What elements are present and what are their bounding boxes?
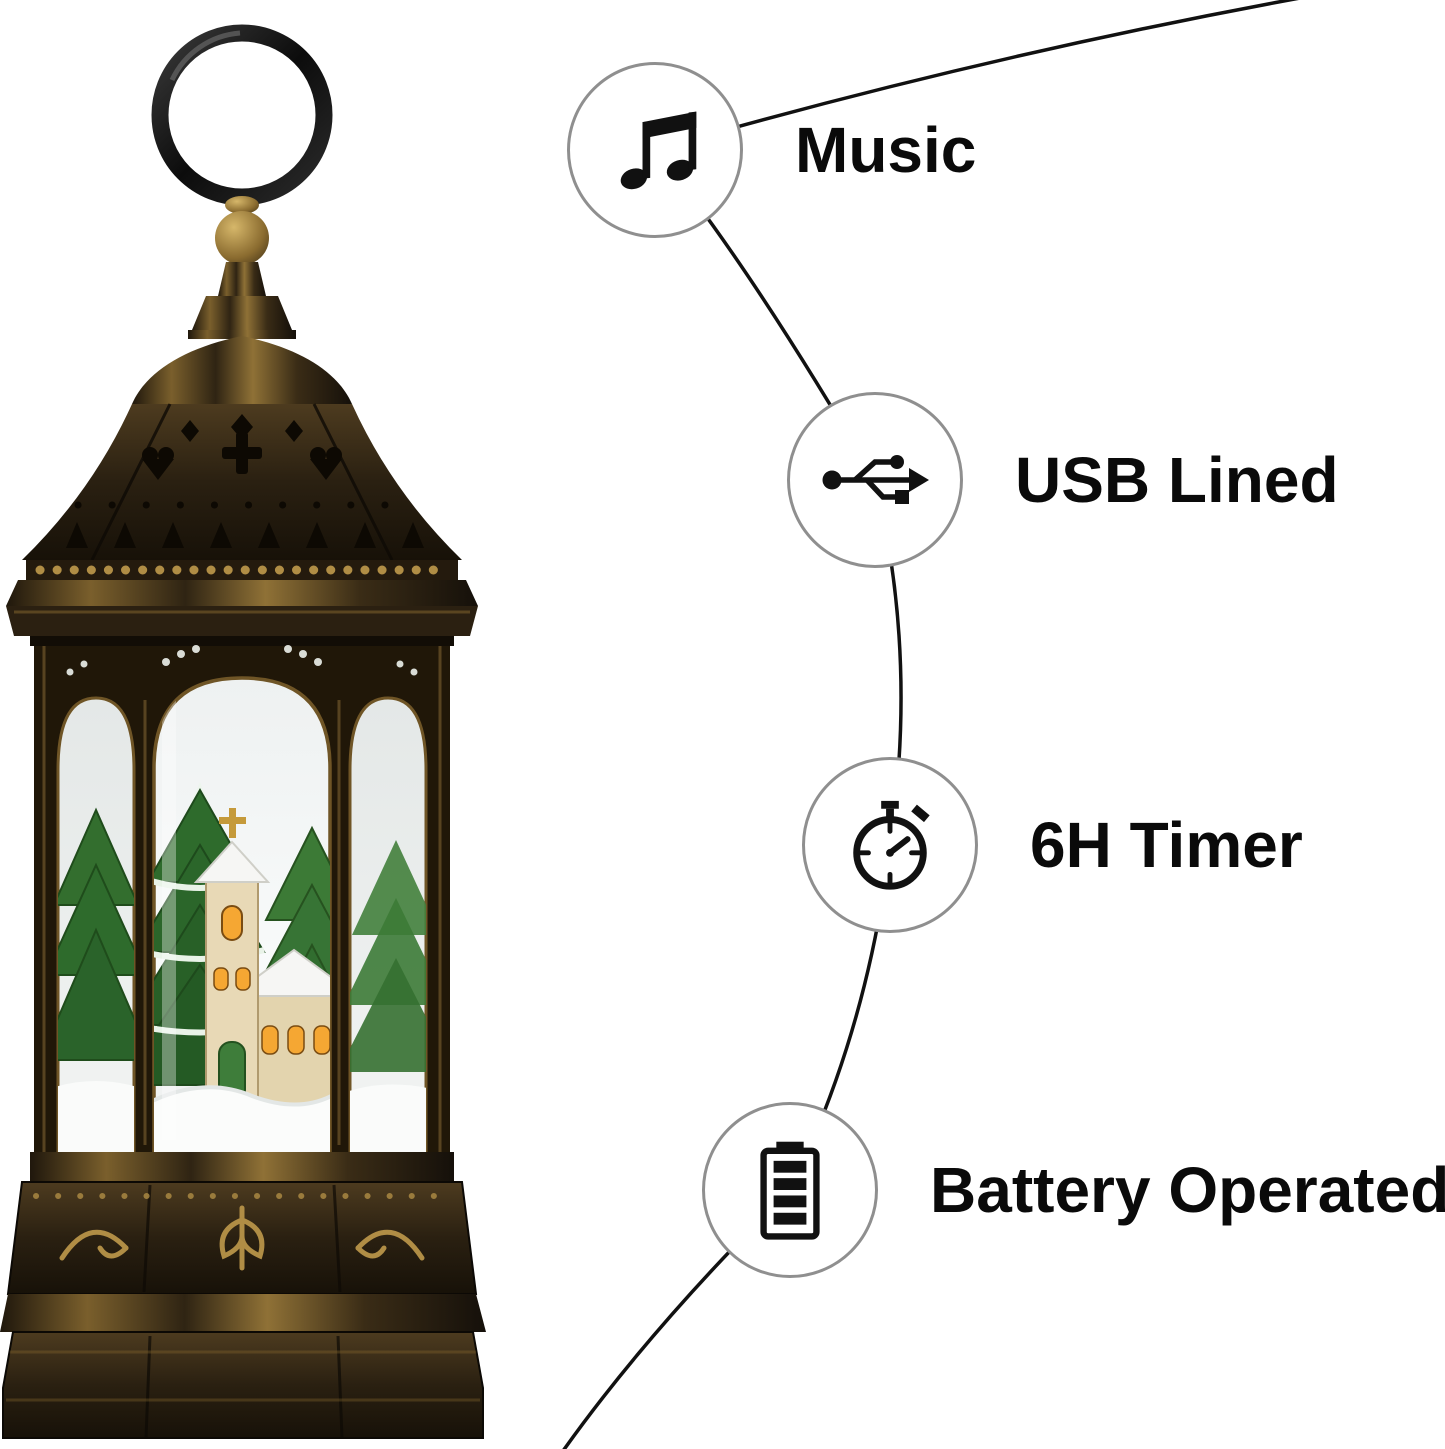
feature-label-timer: 6H Timer [1030,809,1303,881]
battery-icon [760,1141,820,1240]
timer-icon-circle [802,757,978,933]
feature-label-music: Music [795,114,977,186]
lantern-roof [6,336,478,636]
usb-icon [822,455,929,504]
music-note-icon [620,111,697,190]
feature-item-timer: 6H Timer [802,757,1303,933]
feature-item-usb: USB Lined [787,392,1339,568]
church-figurine [193,808,330,1108]
usb-icon-circle [787,392,963,568]
feature-label-battery: Battery Operated [930,1154,1445,1226]
battery-icon-circle [702,1102,878,1278]
sill-band [30,1152,454,1182]
right-window-scene [350,840,426,1152]
lantern-product-photo [0,24,486,1439]
center-window-scene [154,690,330,1152]
music-icon-circle [567,62,743,238]
lantern-finial [188,196,296,339]
frame-highlights [42,646,442,1160]
base-decorative-band [6,1181,478,1295]
feature-item-music: Music [567,62,976,238]
feature-label-usb: USB Lined [1015,444,1339,516]
lantern-base [0,1294,486,1439]
hanging-ring-icon [151,24,333,206]
stopwatch-icon [853,800,930,890]
left-window-scene [58,807,134,1152]
feature-item-battery: Battery Operated [702,1102,1445,1278]
pierced-spandrels [66,645,418,676]
